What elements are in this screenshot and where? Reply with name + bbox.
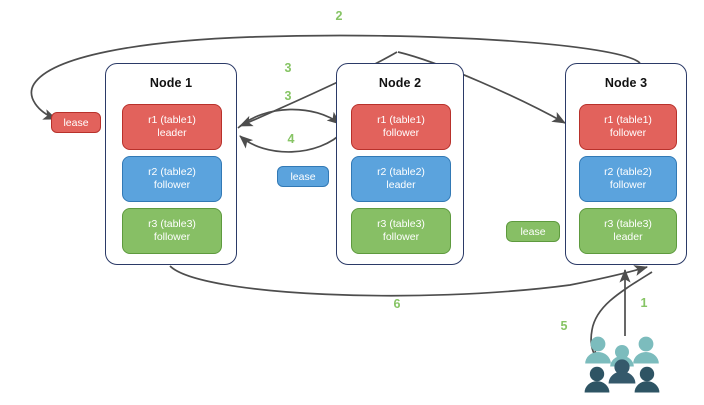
replica-name: r3 (table3) xyxy=(377,218,425,230)
replica-node3-r2[interactable]: r2 (table2) follower xyxy=(579,156,677,202)
node-box-node-3: Node 3 r1 (table1) follower r2 (table2) … xyxy=(565,63,687,265)
replica-node2-r3[interactable]: r3 (table3) follower xyxy=(351,208,451,254)
replica-name: r2 (table2) xyxy=(148,166,196,178)
node-title: Node 1 xyxy=(149,76,193,90)
replica-node1-r3[interactable]: r3 (table3) follower xyxy=(122,208,222,254)
replica-name: r2 (table2) xyxy=(377,166,425,178)
people-icon xyxy=(584,336,660,393)
replica-node1-r2[interactable]: r2 (table2) follower xyxy=(122,156,222,202)
lease-chip-table2[interactable]: lease xyxy=(277,166,329,187)
replica-role: leader xyxy=(157,127,187,139)
replica-node2-r2[interactable]: r2 (table2) leader xyxy=(351,156,451,202)
replica-role: follower xyxy=(153,179,191,191)
step-label-3a: 3 xyxy=(284,61,292,75)
step-label-6: 5 xyxy=(560,319,568,333)
arrow-step-3b xyxy=(237,108,341,129)
replica-name: r1 (table1) xyxy=(377,114,425,126)
replica-role: follower xyxy=(382,231,420,243)
replica-name: r3 (table3) xyxy=(148,218,196,230)
node-title: Node 3 xyxy=(604,76,648,90)
lease-chip-table3[interactable]: lease xyxy=(506,221,560,242)
step-label-3b: 3 xyxy=(284,89,292,103)
step-label-2: 2 xyxy=(335,9,343,23)
replica-node2-r1[interactable]: r1 (table1) follower xyxy=(351,104,451,150)
node-box-node-2: Node 2 r1 (table1) follower r2 (table2) … xyxy=(336,63,464,265)
replica-role: follower xyxy=(609,179,647,191)
replica-role: follower xyxy=(609,127,647,139)
step-label-1: 1 xyxy=(640,296,648,310)
replica-name: r1 (table1) xyxy=(148,114,196,126)
replica-name: r2 (table2) xyxy=(604,166,652,178)
step-label-4: 4 xyxy=(287,132,295,146)
replica-name: r1 (table1) xyxy=(604,114,652,126)
node-box-node-1: Node 1 r1 (table1) leader r2 (table2) fo… xyxy=(105,63,237,265)
replica-node1-r1[interactable]: r1 (table1) leader xyxy=(122,104,222,150)
node-title: Node 2 xyxy=(378,76,422,90)
replica-node3-r1[interactable]: r1 (table1) follower xyxy=(579,104,677,150)
replica-name: r3 (table3) xyxy=(604,218,652,230)
replica-role: leader xyxy=(386,179,416,191)
replica-role: follower xyxy=(382,127,420,139)
replica-role: follower xyxy=(153,231,191,243)
lease-chip-table1[interactable]: lease xyxy=(51,112,101,133)
replica-node3-r3[interactable]: r3 (table3) leader xyxy=(579,208,677,254)
replica-role: leader xyxy=(613,231,643,243)
step-label-5: 6 xyxy=(393,297,401,311)
arrow-step-5 xyxy=(169,265,648,297)
